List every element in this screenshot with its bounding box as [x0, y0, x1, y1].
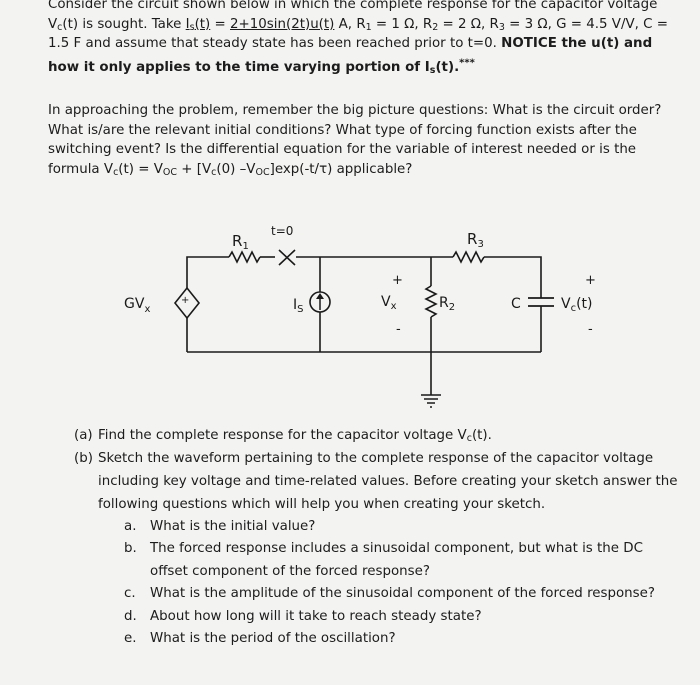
list-item: a.What is the initial value? — [124, 518, 316, 534]
is-label: IS — [293, 297, 304, 315]
stars: *** — [459, 57, 475, 69]
capacitor — [528, 297, 554, 307]
r2-resistor — [424, 285, 438, 318]
source-label: GVx — [124, 296, 150, 315]
r3-resistor — [452, 250, 485, 264]
list-item: d.About how long will it take to reach s… — [124, 608, 482, 624]
list-item: b.The forced response includes a sinusoi… — [124, 541, 643, 579]
question-label: (a) — [74, 428, 93, 443]
problem-statement: Consider the circuit shown below in whic… — [48, 0, 678, 78]
approach-paragraph: In approaching the problem, remember the… — [48, 103, 662, 178]
vx-plus: + — [392, 273, 403, 288]
vc-label: Vc(t) — [561, 296, 593, 314]
sub-question-list: a.What is the initial value? b.The force… — [98, 516, 684, 651]
question-list: (a) Find the complete response for the c… — [74, 425, 684, 651]
ground-icon — [421, 394, 441, 408]
question-b: (b) Sketch the waveform pertaining to th… — [74, 447, 684, 651]
vc-plus: + — [585, 273, 596, 288]
notice-text: NOTICE the u(t) and how it only applies … — [48, 36, 653, 77]
list-item: e.What is the period of the oscillation? — [124, 631, 396, 646]
intro-text-2: (t) is sought. Take — [62, 16, 186, 32]
c-label: C — [511, 296, 521, 312]
intro-text: Consider the circuit shown below in whic… — [48, 0, 658, 32]
vx-minus: - — [396, 322, 401, 337]
vx-label: Vx — [381, 294, 397, 312]
circuit-diagram: + R1 t=0 R3 GVx IS + Vx - R2 C + Vc(t) - — [124, 224, 596, 408]
r2-label: R2 — [439, 295, 455, 313]
list-item: c.What is the amplitude of the sinusoida… — [124, 586, 655, 601]
r1-resistor — [228, 250, 261, 264]
question-label: (b) — [74, 450, 93, 466]
vc-minus: - — [588, 322, 593, 337]
intro-sub: c — [57, 21, 63, 33]
circuit-wires — [173, 249, 542, 395]
switch-label: t=0 — [271, 224, 293, 238]
up-arrow-icon — [316, 293, 324, 310]
is-definition: Is(t) — [185, 16, 211, 33]
source-plus: + — [181, 295, 189, 306]
question-a: (a) Find the complete response for the c… — [74, 425, 684, 447]
r1-label: R1 — [232, 232, 249, 252]
r3-label: R3 — [467, 230, 484, 250]
is-expression: 2+10sin(2t)u(t) — [230, 16, 335, 32]
switch-symbol — [278, 249, 296, 266]
